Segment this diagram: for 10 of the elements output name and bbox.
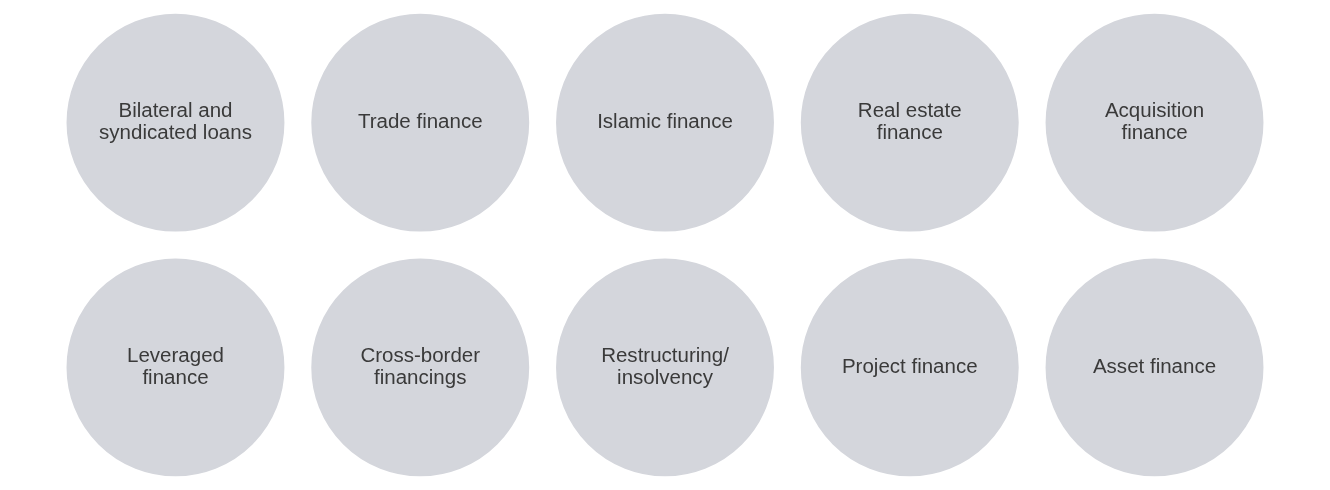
node-circle: Project finance [800,258,1019,477]
node-circle: Asset finance [1045,258,1264,477]
node-circle: Restructuring/ insolvency [556,258,774,477]
node-circle: Cross-border financings [311,258,530,477]
node-circle: Islamic finance [556,13,774,232]
node-circle: Trade finance [311,13,530,232]
node-circle: Bilateral and syndicated loans [66,13,285,232]
node-circle: Leveraged finance [66,258,285,477]
node-circle: Real estate finance [800,13,1019,232]
node-circle: Acquisition finance [1045,13,1264,232]
